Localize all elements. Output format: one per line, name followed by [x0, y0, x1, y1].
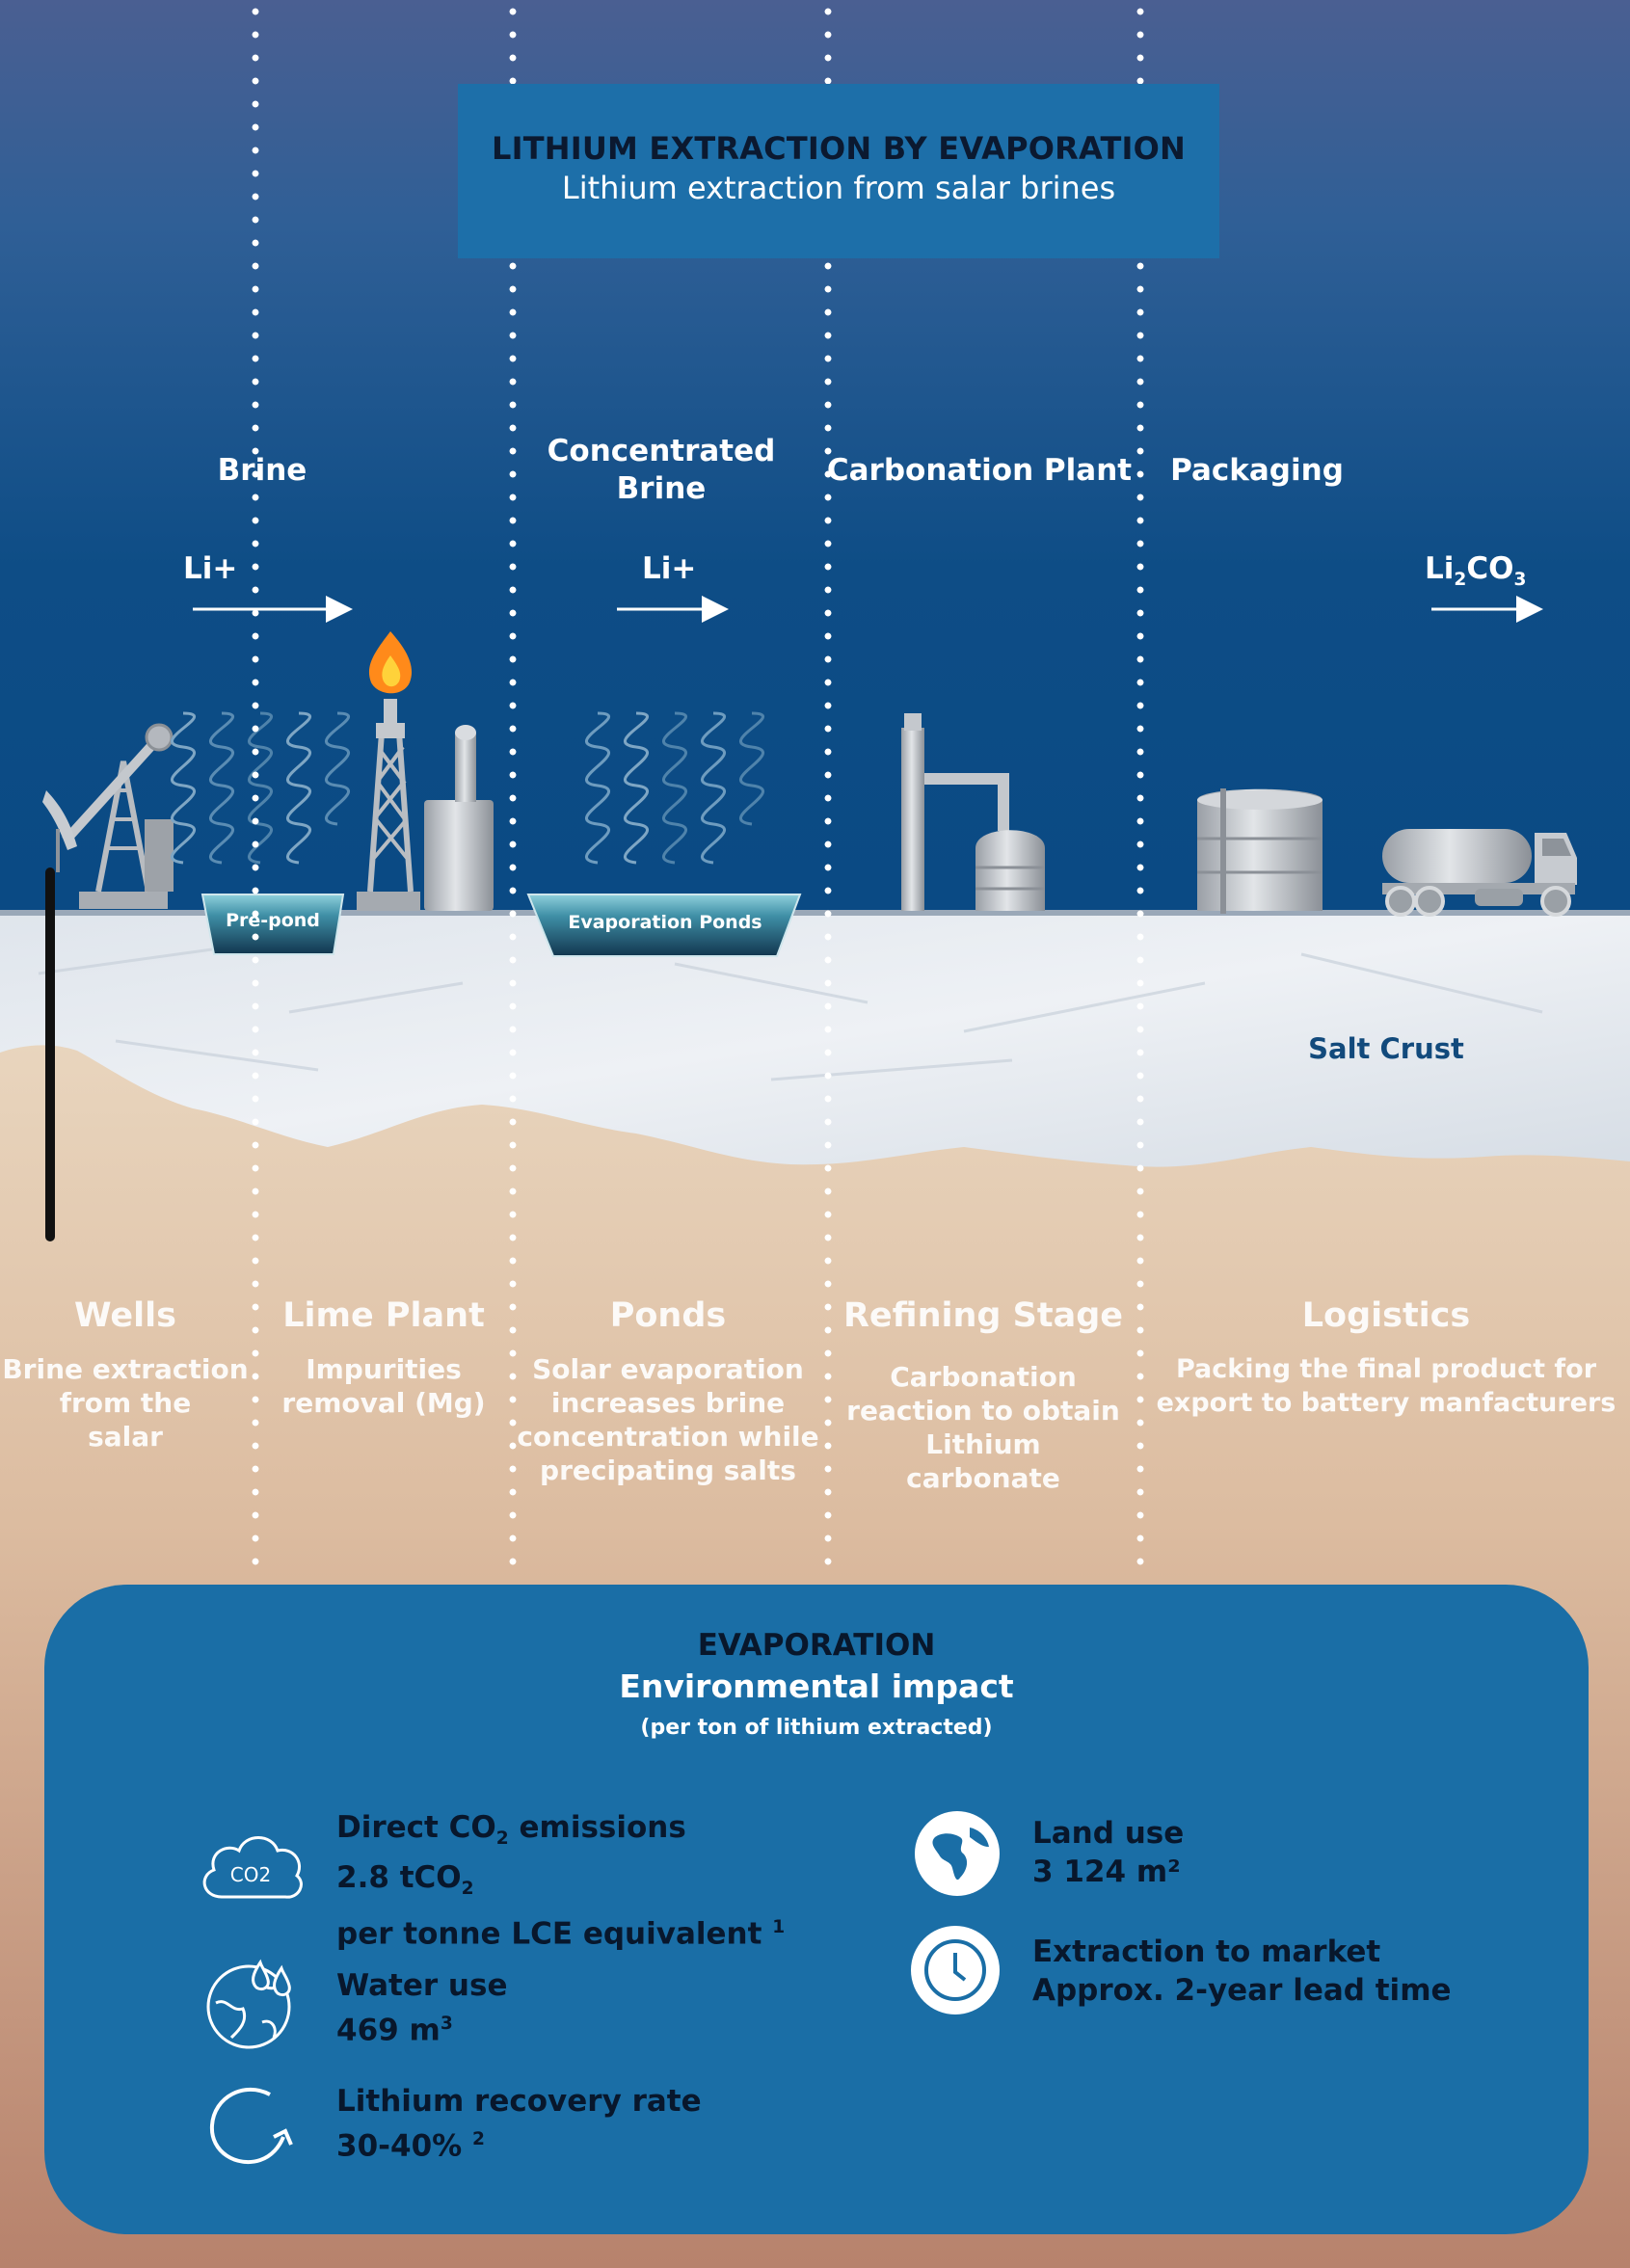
step-wells: Wells Brine extraction from the salar — [0, 1296, 251, 1454]
water-label: Water use — [336, 1968, 508, 2003]
recycle-arrow-icon — [202, 2075, 299, 2172]
impact-heading: EVAPORATION — [697, 1628, 936, 1663]
step-title: Ponds — [609, 1296, 727, 1335]
step-title: Refining Stage — [842, 1296, 1124, 1335]
pump-jack — [42, 723, 174, 909]
step-desc-line: Impurities — [306, 1353, 462, 1385]
ion-label-1: Li+ — [183, 551, 238, 586]
impact-subheading: Environmental impact — [619, 1668, 1014, 1705]
step-desc-line: Lithium — [925, 1428, 1041, 1460]
step-desc-line: from the — [59, 1387, 192, 1419]
step-desc-line: precipating salts — [540, 1454, 796, 1486]
land-value: 3 124 m² — [1032, 1854, 1181, 1889]
globe-icon — [912, 1808, 1002, 1899]
co2-cloud-icon: CO2 — [193, 1820, 308, 1916]
market-label: Extraction to market — [1032, 1934, 1381, 1969]
title-box — [458, 84, 1219, 258]
step-desc-line: concentration while — [517, 1421, 819, 1453]
step-logistics: Logistics Packing the final product for … — [1145, 1296, 1627, 1420]
stage-label-packaging: Packaging — [1170, 453, 1344, 488]
step-desc-line: export to battery manfacturers — [1156, 1388, 1617, 1418]
lime-plant-tank — [424, 725, 494, 911]
water-stat: Water use 469 m3 — [336, 1966, 722, 2049]
recovery-stat: Lithium recovery rate 30-40% 2 — [336, 2082, 818, 2165]
water-value: 469 m3 — [336, 2013, 453, 2048]
step-title: Lime Plant — [282, 1296, 485, 1335]
page-subtitle: Lithium extraction from salar brines — [561, 170, 1116, 206]
separator-1 — [252, 0, 259, 1581]
pre-pond — [200, 894, 345, 955]
market-value: Approx. 2-year lead time — [1032, 1973, 1452, 2008]
market-stat: Extraction to market Approx. 2-year lead… — [1032, 1933, 1572, 2010]
salt-crust-layer — [0, 911, 1630, 1167]
impact-panel — [44, 1585, 1589, 2234]
carbonation-plant — [901, 713, 1045, 911]
water-globe-icon — [202, 1955, 299, 2051]
separator-4 — [1136, 0, 1144, 1581]
stage-label-brine: Brine — [217, 453, 307, 488]
co2-value: 2.8 tCO2 — [336, 1860, 474, 1900]
step-lime-plant: Lime Plant Impurities removal (Mg) — [260, 1296, 507, 1420]
heat-waves-lime — [171, 711, 350, 865]
ion-label-2: Li+ — [642, 551, 697, 586]
separator-3 — [824, 0, 832, 1581]
svg-text:CO2: CO2 — [230, 1863, 271, 1886]
step-desc-line: Solar evaporation — [532, 1353, 804, 1385]
packaging-silo — [1197, 788, 1323, 914]
land-stat: Land use 3 124 m² — [1032, 1814, 1514, 1891]
step-title: Wells — [74, 1296, 176, 1335]
recovery-value: 30-40% 2 — [336, 2128, 485, 2164]
step-desc-line: Carbonation — [890, 1361, 1077, 1393]
impact-note: (per ton of lithium extracted) — [640, 1716, 993, 1740]
step-refining: Refining Stage Carbonation reaction to o… — [833, 1296, 1134, 1495]
step-desc-line: removal (Mg) — [281, 1387, 486, 1419]
step-desc-line: reaction to obtain — [846, 1395, 1120, 1427]
step-desc-line: Packing the final product for — [1175, 1354, 1597, 1384]
land-label: Land use — [1032, 1816, 1185, 1851]
salt-crust-label: Salt Crust — [1308, 1032, 1464, 1065]
evaporation-pond — [526, 894, 802, 957]
stage-label-concentrated-1: Concentrated — [547, 434, 776, 468]
separator-2 — [509, 0, 517, 1581]
co2-stat: Direct CO2 emissions 2.8 tCO2 per tonne … — [336, 1808, 876, 1954]
step-ponds: Ponds Solar evaporation increases brine … — [517, 1296, 819, 1487]
tanker-truck — [1382, 829, 1577, 917]
step-desc-line: carbonate — [906, 1462, 1060, 1494]
recovery-label: Lithium recovery rate — [336, 2084, 702, 2119]
step-desc-line: increases brine — [550, 1387, 786, 1419]
stage-label-concentrated-2: Brine — [616, 471, 707, 506]
co2-label: Direct CO2 emissions — [336, 1810, 686, 1850]
heat-waves-ponds — [585, 711, 764, 865]
evaporation-ponds-label: Evaporation Ponds — [568, 912, 762, 933]
pre-pond-label: Pre-pond — [226, 910, 320, 931]
flow-arrows — [193, 596, 1543, 623]
page-title: LITHIUM EXTRACTION BY EVAPORATION — [492, 130, 1186, 167]
stage-label-carbonation-plant: Carbonation Plant — [826, 453, 1133, 488]
well-pipe — [45, 867, 55, 1241]
clock-icon — [909, 1924, 1002, 2016]
ground-line — [0, 910, 1630, 916]
co2-detail: per tonne LCE equivalent 1 — [336, 1916, 786, 1952]
step-desc-line: Brine extraction — [2, 1353, 249, 1385]
step-desc-line: salar — [88, 1421, 163, 1453]
product-formula: Li2CO3 — [1425, 551, 1527, 591]
lime-plant-tower — [357, 631, 420, 911]
step-title: Logistics — [1301, 1296, 1471, 1335]
